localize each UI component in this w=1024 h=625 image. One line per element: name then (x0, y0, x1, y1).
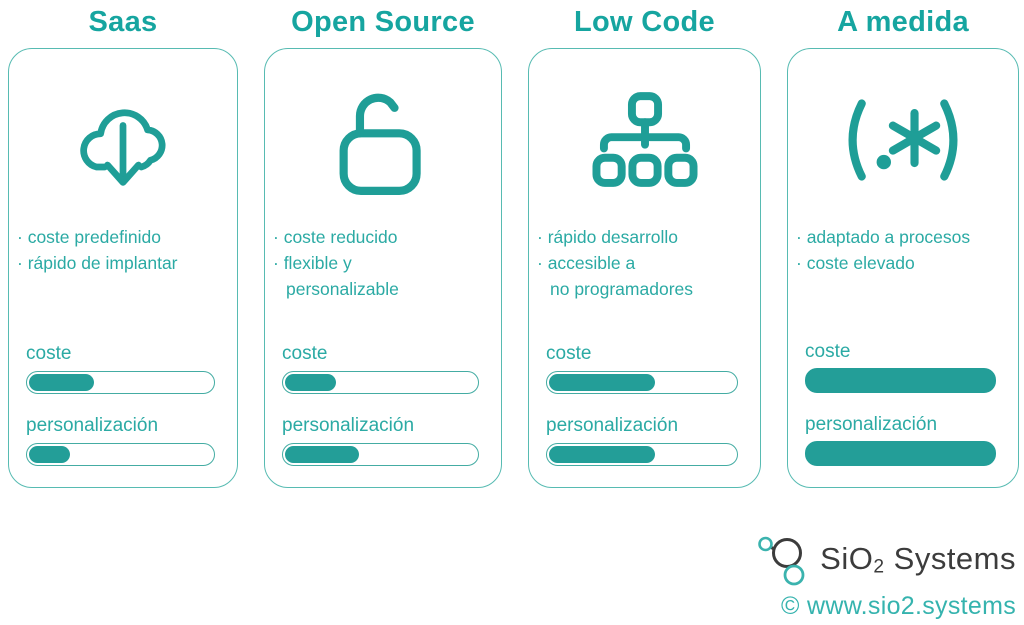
comparison-grid: Saas · coste predefinido · rápido de imp… (8, 0, 1019, 488)
sitemap-icon (546, 81, 743, 199)
feature-list: · adaptado a procesos · coste elevado (796, 225, 1001, 277)
brand: SiO2 Systems (756, 533, 1016, 587)
personalizacion-label: personalización (805, 414, 938, 435)
footer: SiO2 Systems © www.sio2.systems (756, 533, 1016, 621)
personalizacion-bar (546, 443, 738, 466)
feature-item: · flexible y (273, 252, 352, 273)
coste-bar (805, 368, 996, 393)
coste-bar-fill (549, 374, 656, 391)
personalizacion-label: personalización (546, 415, 679, 436)
feature-item: no programadores (550, 278, 693, 299)
personalizacion-bar (282, 443, 479, 466)
regex-icon (805, 81, 1001, 199)
column-title-a-medida: A medida (837, 6, 969, 38)
feature-item: · adaptado a procesos (796, 227, 971, 247)
coste-label: coste (282, 343, 328, 364)
website-link[interactable]: © www.sio2.systems (781, 592, 1016, 620)
brand-name-suffix: Systems (884, 541, 1016, 577)
brand-name-sub: 2 (873, 556, 885, 578)
rating-bars: coste personalización (805, 341, 996, 466)
personalizacion-bar-fill (29, 446, 71, 463)
feature-list: · rápido desarrollo · accesible a no pro… (537, 225, 743, 303)
coste-bar-fill (29, 374, 95, 391)
brand-name: SiO2 Systems (820, 541, 1016, 578)
coste-label: coste (26, 343, 72, 364)
feature-item: · accesible a (537, 252, 636, 273)
column-title-low-code: Low Code (574, 6, 715, 38)
brand-name-prefix: SiO (820, 541, 874, 577)
personalizacion-bar-fill (285, 446, 360, 463)
coste-label: coste (546, 343, 592, 364)
card-a-medida: · adaptado a procesos · coste elevado co… (787, 48, 1019, 488)
feature-item: · rápido desarrollo (537, 227, 679, 247)
column-a-medida: A medida · adaptado a procesos · coste e… (787, 0, 1019, 488)
feature-item: · coste reducido (273, 227, 398, 247)
sio2-logo-icon (756, 533, 814, 587)
coste-bar-fill (285, 374, 336, 391)
rating-bars: coste personalización (26, 343, 215, 466)
personalizacion-bar-fill (549, 446, 656, 463)
column-open-source: Open Source · coste reducido · flexible … (264, 0, 502, 488)
coste-bar (282, 371, 479, 394)
open-padlock-icon (282, 81, 484, 199)
coste-bar (26, 371, 215, 394)
rating-bars: coste personalización (282, 343, 479, 466)
personalizacion-label: personalización (282, 415, 415, 436)
coste-label: coste (805, 341, 851, 362)
personalizacion-label: personalización (26, 415, 159, 436)
card-low-code: · rápido desarrollo · accesible a no pro… (528, 48, 761, 488)
feature-item: personalizable (286, 278, 399, 299)
card-saas: · coste predefinido · rápido de implanta… (8, 48, 238, 488)
feature-list: · coste reducido · flexible y personaliz… (273, 225, 484, 303)
column-title-saas: Saas (88, 6, 158, 38)
cloud-download-icon (26, 81, 220, 199)
feature-list: · coste predefinido · rápido de implanta… (17, 225, 220, 277)
column-saas: Saas · coste predefinido · rápido de imp… (8, 0, 238, 488)
feature-item: · coste elevado (796, 252, 915, 273)
feature-item: · coste predefinido (17, 227, 161, 247)
rating-bars: coste personalización (546, 343, 738, 466)
column-title-open-source: Open Source (291, 6, 475, 38)
card-open-source: · coste reducido · flexible y personaliz… (264, 48, 502, 488)
column-low-code: Low Code · rápido desarrollo · accesible… (528, 0, 761, 488)
coste-bar (546, 371, 738, 394)
personalizacion-bar (805, 441, 996, 466)
feature-item: · rápido de implantar (17, 252, 178, 273)
personalizacion-bar (26, 443, 215, 466)
